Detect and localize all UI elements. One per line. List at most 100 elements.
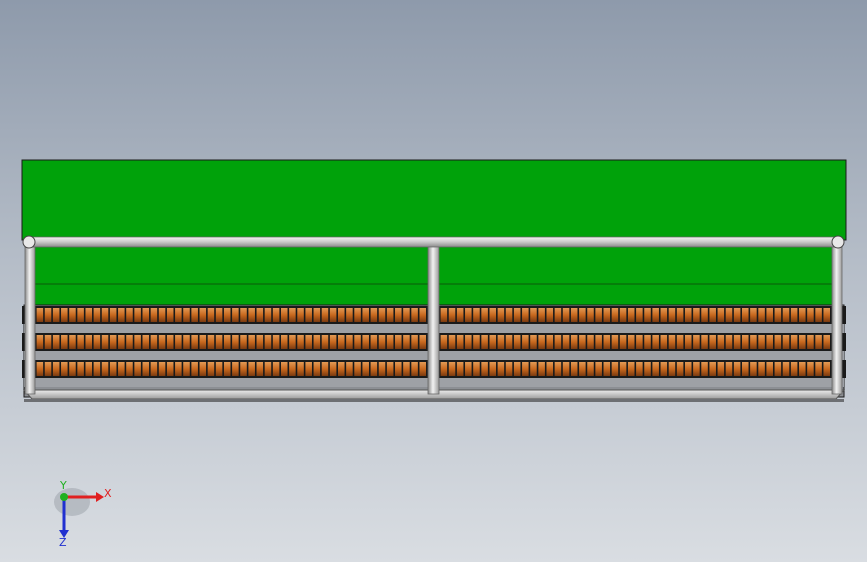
roller: [627, 308, 635, 322]
roller: [538, 362, 545, 376]
roller: [118, 362, 125, 376]
roller: [346, 335, 353, 349]
roller: [489, 362, 497, 376]
roller: [109, 308, 117, 322]
roller: [354, 362, 361, 376]
roller: [570, 335, 578, 349]
roller: [473, 362, 480, 376]
left-post[interactable]: [24, 243, 36, 395]
roller: [668, 308, 676, 322]
roller: [183, 308, 190, 322]
roller: [44, 308, 52, 322]
center-post[interactable]: [427, 243, 440, 395]
roller: [733, 335, 741, 349]
roller: [799, 335, 806, 349]
roller: [546, 362, 554, 376]
roller: [289, 308, 296, 322]
roller: [297, 362, 304, 376]
roller: [61, 362, 68, 376]
roller: [36, 362, 44, 376]
roller: [36, 308, 44, 322]
roller: [85, 335, 93, 349]
roller: [823, 308, 830, 322]
roller: [513, 362, 521, 376]
roller: [440, 308, 448, 322]
roller: [497, 362, 505, 376]
roller: [644, 362, 651, 376]
roller: [823, 362, 830, 376]
roller: [481, 362, 488, 376]
roller: [790, 362, 798, 376]
z-axis-label: Z: [59, 536, 67, 549]
roller: [118, 335, 125, 349]
roller: [109, 335, 117, 349]
roller: [619, 335, 627, 349]
roller: [321, 308, 329, 322]
right-post[interactable]: [831, 243, 843, 395]
roller: [126, 308, 133, 322]
roller: [370, 308, 378, 322]
roller: [807, 335, 814, 349]
roller: [85, 362, 93, 376]
roller: [321, 362, 329, 376]
roller: [456, 362, 464, 376]
roller: [546, 335, 554, 349]
roller: [579, 362, 586, 376]
y-axis-label: Y: [59, 480, 67, 492]
roller: [248, 308, 255, 322]
roller: [346, 308, 353, 322]
roller: [232, 308, 239, 322]
roller: [660, 308, 668, 322]
roller: [69, 335, 76, 349]
roller: [595, 362, 602, 376]
roller: [175, 308, 182, 322]
roller: [207, 335, 215, 349]
roller: [175, 362, 182, 376]
roller: [272, 362, 280, 376]
roller: [693, 308, 700, 322]
roller: [101, 362, 109, 376]
roller: [799, 308, 806, 322]
roller: [101, 308, 109, 322]
roller: [215, 308, 223, 322]
roller: [386, 308, 394, 322]
roller: [774, 362, 782, 376]
roller: [538, 335, 545, 349]
roller: [701, 362, 708, 376]
roller: [44, 335, 52, 349]
roller: [248, 362, 255, 376]
roller: [579, 308, 586, 322]
roller: [505, 335, 513, 349]
roller: [611, 335, 619, 349]
roller: [652, 362, 659, 376]
roller: [61, 308, 68, 322]
roller: [77, 308, 84, 322]
roller: [505, 308, 513, 322]
roller: [272, 335, 280, 349]
roller: [782, 308, 790, 322]
roller: [280, 362, 288, 376]
roller: [370, 362, 378, 376]
roller: [297, 308, 304, 322]
roller: [782, 362, 790, 376]
top-rail[interactable]: [25, 236, 842, 248]
roller: [530, 335, 537, 349]
roller: [297, 335, 304, 349]
roller: [660, 362, 668, 376]
roller: [166, 362, 174, 376]
roller: [603, 308, 611, 322]
roller: [611, 308, 619, 322]
roller: [338, 308, 345, 322]
roller: [52, 308, 60, 322]
roller: [207, 308, 215, 322]
roller: [223, 335, 231, 349]
roller: [807, 308, 814, 322]
roller: [158, 335, 166, 349]
roller: [329, 308, 337, 322]
roller: [126, 335, 133, 349]
roller: [378, 362, 386, 376]
roller: [264, 308, 272, 322]
roller: [280, 335, 288, 349]
